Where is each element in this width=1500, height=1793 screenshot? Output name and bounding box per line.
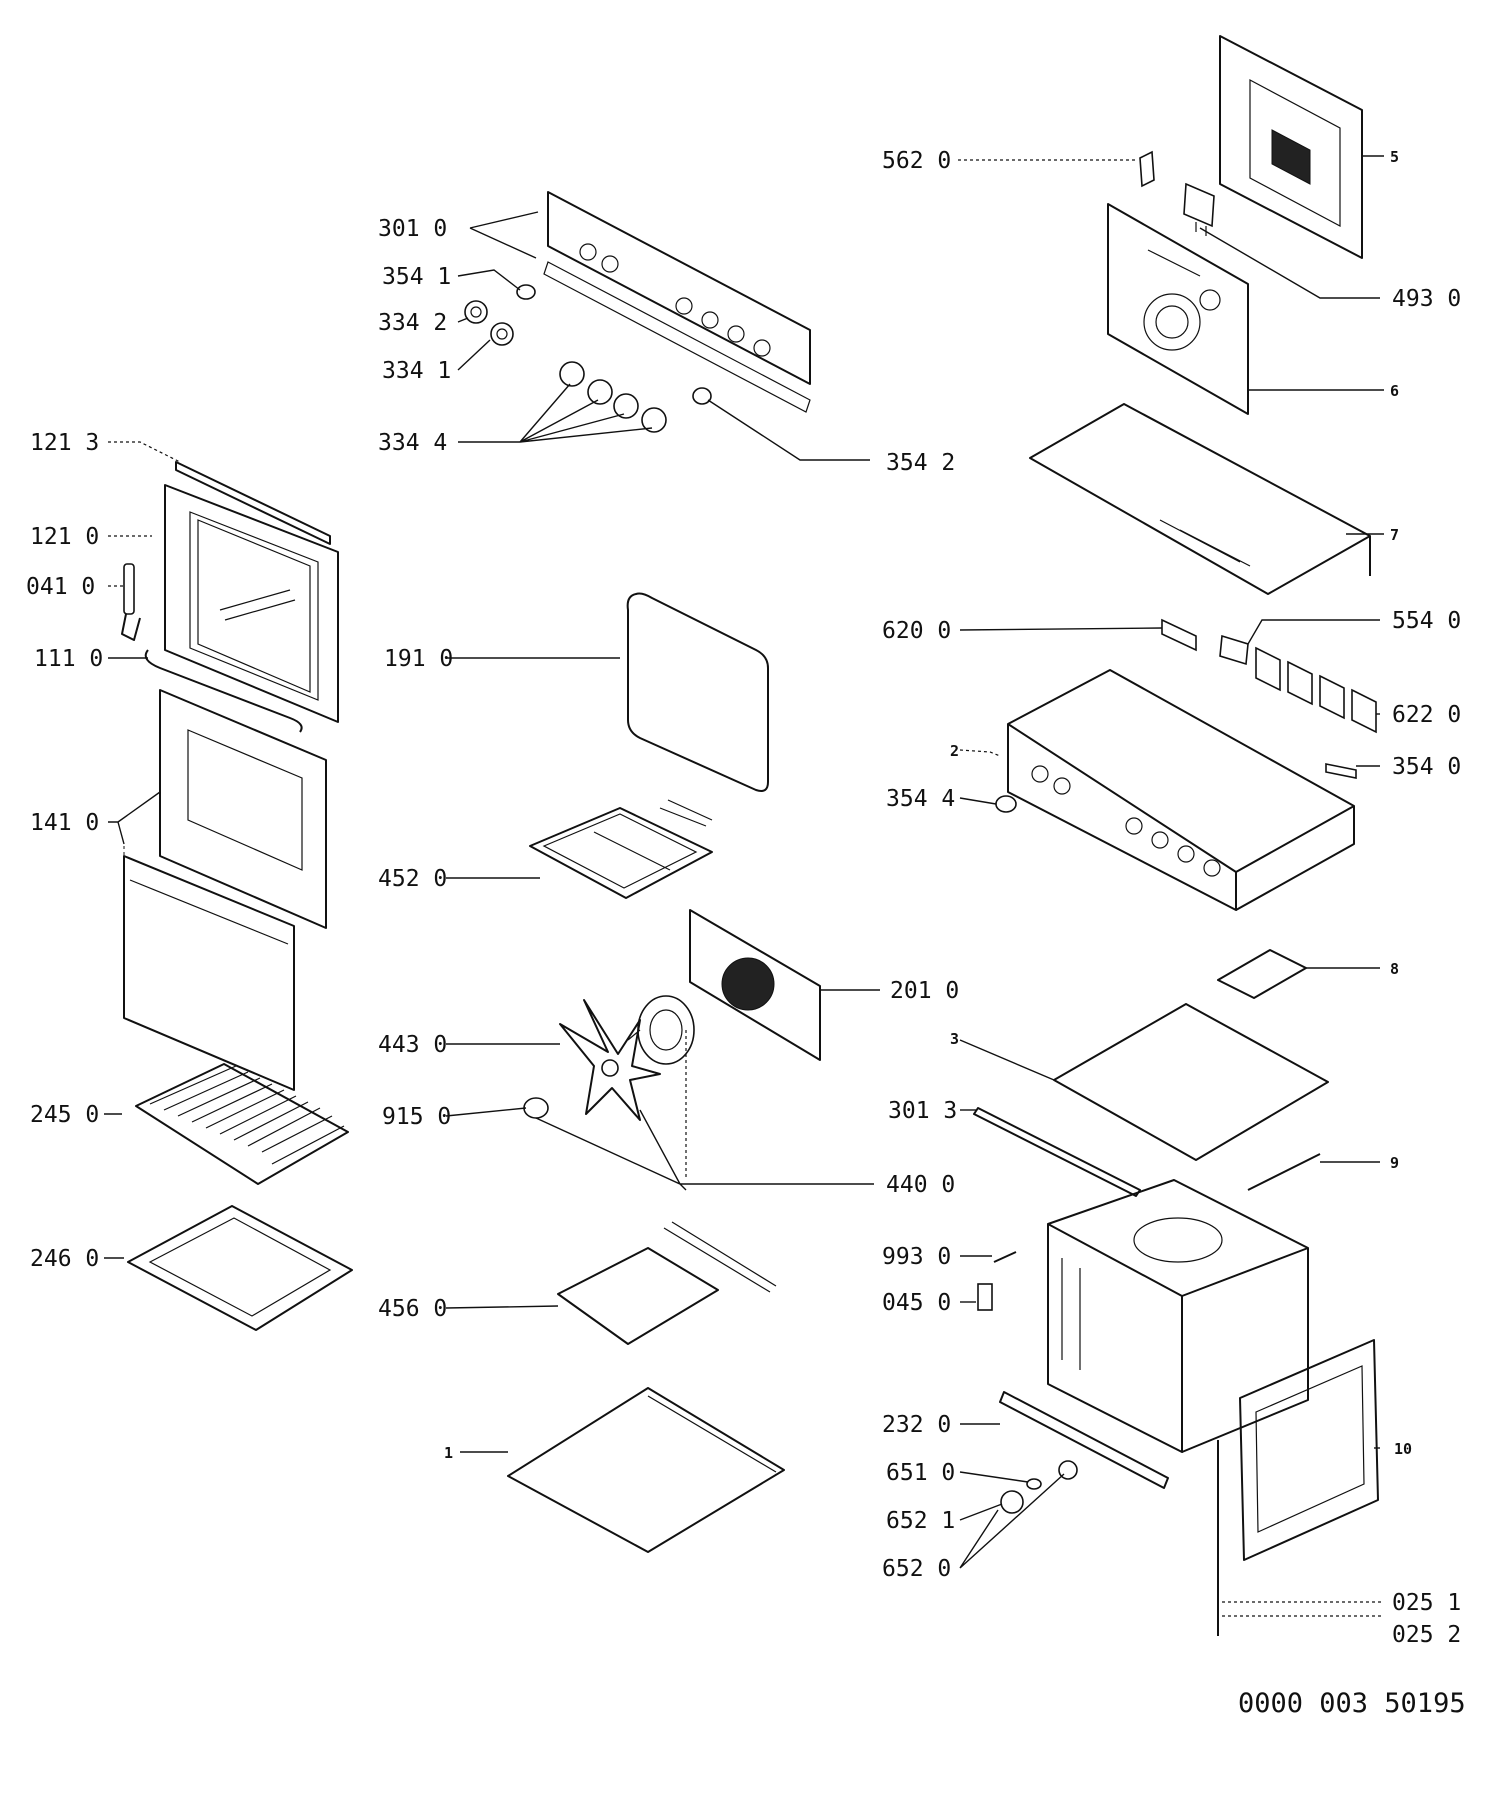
part-354-4-lamp — [995, 795, 1017, 813]
label-354-2: 354 2 — [886, 450, 955, 476]
part-labels: 562 0 301 0 354 1 334 2 334 1 334 4 354 … — [26, 148, 1466, 1719]
leader-lines — [104, 155, 1384, 1617]
part-oven-cavity — [1047, 1179, 1309, 1453]
label-246-0: 246 0 — [30, 1246, 99, 1272]
part-354-1-lamp — [516, 284, 536, 300]
label-493-0: 493 0 — [1392, 286, 1461, 312]
part-354-2-lamp — [692, 387, 712, 405]
label-652-0: 652 0 — [882, 1556, 951, 1582]
part-456-0-lower-element — [557, 1221, 777, 1345]
part-452-0-grill-element — [529, 799, 713, 899]
part-622-0-switches — [1255, 646, 1377, 734]
label-3: 3 — [950, 1030, 959, 1048]
part-245-0-wire-rack — [135, 1063, 349, 1185]
part-121-3-seal-strip — [175, 461, 331, 545]
label-191-0: 191 0 — [384, 646, 453, 672]
part-141-0-door-glass-outer — [159, 689, 327, 929]
part-562-0-switch — [1139, 150, 1155, 188]
part-915-0-spacer — [523, 1097, 549, 1119]
part-191-0-gasket — [626, 592, 769, 792]
label-554-0: 554 0 — [1392, 608, 1461, 634]
part-141-0-door-glass-inner — [123, 846, 295, 1091]
part-7-top-panel — [1029, 403, 1371, 595]
label-045-0: 045 0 — [882, 1290, 951, 1316]
part-232-0-front-rail — [999, 1391, 1169, 1489]
label-651-0: 651 0 — [886, 1460, 955, 1486]
part-440-0-fan-blade — [559, 999, 661, 1121]
label-025-1: 025 1 — [1392, 1590, 1461, 1616]
part-041-0-hinge — [121, 563, 141, 641]
label-334-1: 334 1 — [382, 358, 451, 384]
part-652-lamp-cover — [1000, 1460, 1078, 1514]
label-10: 10 — [1394, 1440, 1412, 1458]
part-6-rear-wall — [1107, 203, 1249, 415]
label-2: 2 — [950, 742, 959, 760]
label-201-0: 201 0 — [890, 978, 959, 1004]
label-915-0: 915 0 — [382, 1104, 451, 1130]
label-121-0: 121 0 — [30, 524, 99, 550]
label-1: 1 — [444, 1444, 453, 1462]
label-334-2: 334 2 — [378, 310, 447, 336]
part-5-rear-panel — [1219, 35, 1363, 259]
label-141-0: 141 0 — [30, 810, 99, 836]
label-301-3: 301 3 — [888, 1098, 957, 1124]
label-620-0: 620 0 — [882, 618, 951, 644]
part-121-0-inner-door-frame — [164, 484, 339, 723]
label-334-4: 334 4 — [378, 430, 447, 456]
part-045-0-latch — [977, 1283, 993, 1311]
label-354-4: 354 4 — [886, 786, 955, 812]
part-301-0-control-panel — [543, 191, 811, 413]
part-8-bracket — [1217, 949, 1307, 999]
part-246-0-baking-tray — [127, 1205, 353, 1331]
part-334-1-knob — [490, 322, 514, 346]
part-554-0-relay — [1219, 634, 1249, 666]
label-993-0: 993 0 — [882, 1244, 951, 1270]
part-334-2-knob — [464, 300, 488, 324]
part-354-0-lamp-holder — [1325, 763, 1357, 779]
label-041-0: 041 0 — [26, 574, 95, 600]
document-number: 0000 003 50195 — [1238, 1688, 1466, 1719]
label-456-0: 456 0 — [378, 1296, 447, 1322]
label-301-0: 301 0 — [378, 216, 447, 242]
label-622-0: 622 0 — [1392, 702, 1461, 728]
part-334-4-knobs — [559, 361, 667, 433]
label-440-0: 440 0 — [886, 1172, 955, 1198]
label-232-0: 232 0 — [882, 1412, 951, 1438]
part-651-0-bulb — [1026, 1478, 1042, 1490]
label-7: 7 — [1390, 526, 1399, 544]
label-452-0: 452 0 — [378, 866, 447, 892]
label-025-2: 025 2 — [1392, 1622, 1461, 1648]
label-9: 9 — [1390, 1154, 1399, 1172]
part-493-0-transformer — [1183, 182, 1215, 236]
label-245-0: 245 0 — [30, 1102, 99, 1128]
part-993-0-screw — [993, 1251, 1017, 1263]
label-111-0: 111 0 — [34, 646, 103, 672]
part-443-0-fan-motor — [627, 995, 695, 1065]
label-5: 5 — [1390, 148, 1399, 166]
label-354-0: 354 0 — [1392, 754, 1461, 780]
label-562-0: 562 0 — [882, 148, 951, 174]
part-301-3-rail — [973, 1107, 1141, 1197]
label-121-3: 121 3 — [30, 430, 99, 456]
label-443-0: 443 0 — [378, 1032, 447, 1058]
part-9-rod — [1247, 1153, 1321, 1191]
part-2-control-housing — [1007, 669, 1355, 911]
label-354-1: 354 1 — [382, 264, 451, 290]
part-1-bottom-panel — [507, 1387, 785, 1553]
part-10-side-frame — [1239, 1339, 1379, 1561]
label-6: 6 — [1390, 382, 1399, 400]
part-201-0-fan-cover — [689, 909, 821, 1061]
part-620-0-terminal-block — [1161, 618, 1197, 652]
label-652-1: 652 1 — [886, 1508, 955, 1534]
label-8: 8 — [1390, 960, 1399, 978]
part-3-side-panel — [1053, 1003, 1329, 1161]
part-111-0-handle — [144, 649, 303, 733]
